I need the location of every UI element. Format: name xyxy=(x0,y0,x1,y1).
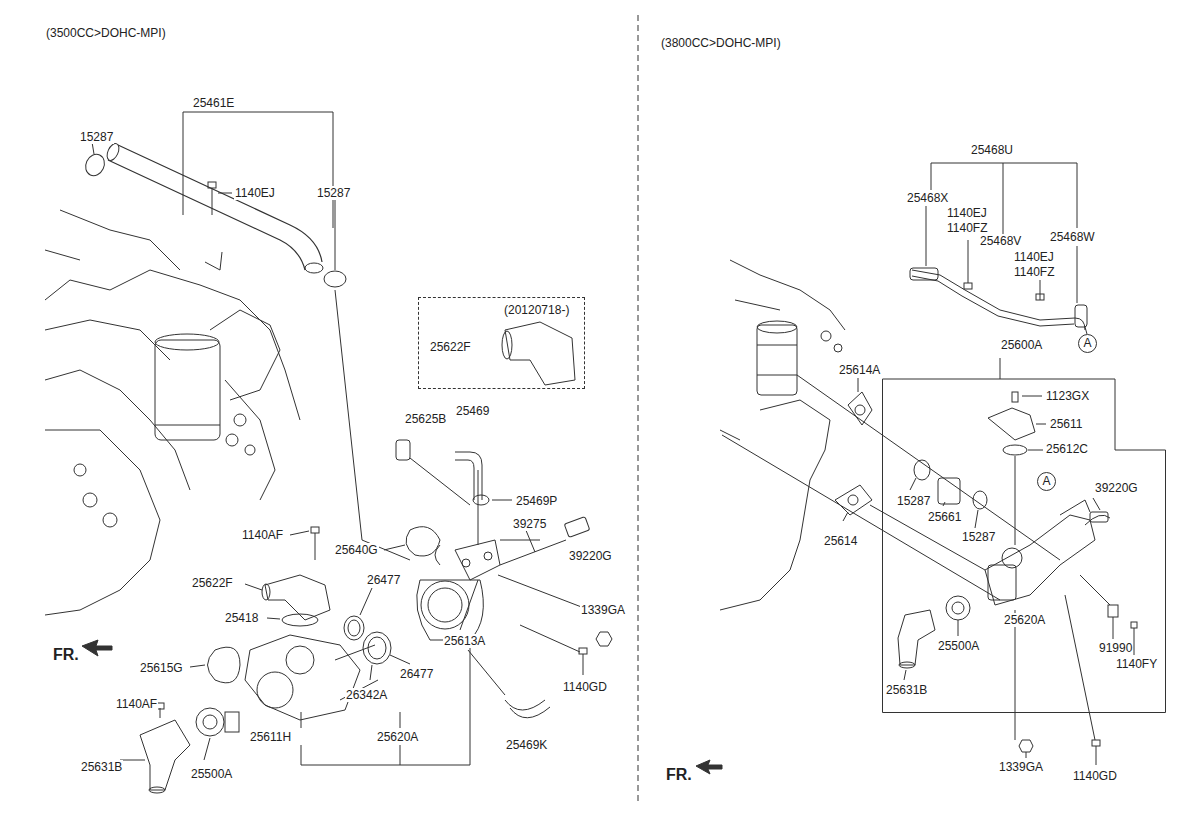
callout-number: 39275 xyxy=(512,517,547,531)
callout-number: 25468W xyxy=(1049,230,1096,244)
callout-number: 39220G xyxy=(1094,481,1139,495)
callout-number: 25469P xyxy=(515,494,558,508)
reference-circle: A xyxy=(1078,334,1097,353)
assembly-outline-path xyxy=(883,358,1166,713)
callout-number: 25631B xyxy=(885,683,928,697)
callout-number: 25614A xyxy=(838,363,881,377)
callout-number: 25600A xyxy=(1000,338,1043,352)
callout-number: 25611H xyxy=(249,730,292,744)
callout-number: 26477 xyxy=(366,573,401,587)
reference-letter: A xyxy=(1079,335,1096,352)
callout-number: 91990 xyxy=(1098,641,1133,655)
callout-number: 25614 xyxy=(823,534,858,548)
callout-number: 15287 xyxy=(79,130,114,144)
callout-number: 25631B xyxy=(80,760,123,774)
reference-letter: A xyxy=(1038,473,1055,490)
assembly-outline xyxy=(882,338,1166,713)
callout-number: 25468U xyxy=(970,143,1014,157)
callout-number: 25500A xyxy=(937,639,980,653)
callout-number: 25469K xyxy=(505,738,548,752)
callout-number: 1339GA xyxy=(580,603,626,617)
callout-number: 25661 xyxy=(927,510,962,524)
callout-number: 25620A xyxy=(1003,613,1046,627)
direction-label: FR. xyxy=(665,766,693,784)
callout-number: 25418 xyxy=(224,611,259,625)
callout-number: 1140FZ xyxy=(946,221,988,235)
callout-number: 25615G xyxy=(139,661,184,675)
callout-number: 1140GD xyxy=(1072,769,1118,783)
callout-number: 1140EJ xyxy=(234,186,276,200)
callout-number: 25468V xyxy=(979,234,1022,248)
callout-number: 25640G xyxy=(334,543,379,557)
callout-number: (3800CC>DOHC-MPI) xyxy=(660,36,782,50)
direction-label: FR. xyxy=(52,646,80,664)
callout-number: 1123GX xyxy=(1045,389,1090,403)
revision-box: (20120718-) 25622F xyxy=(418,297,585,389)
callout-number: 1140FZ xyxy=(1013,265,1055,279)
callout-number: 1140EJ xyxy=(1013,250,1055,264)
callout-number: 15287 xyxy=(316,186,351,200)
callout-number: 25611 xyxy=(1049,417,1083,431)
callout-number: 25461E xyxy=(192,96,235,110)
callout-number: 25613A xyxy=(443,634,486,648)
callout-number: 25622F xyxy=(429,340,472,354)
callout-number: 26477 xyxy=(399,667,434,681)
callout-number: 15287 xyxy=(896,494,931,508)
callout-number: 1140GD xyxy=(562,680,608,694)
reference-circle: A xyxy=(1037,472,1056,491)
callout-number: 1140AF xyxy=(241,528,284,542)
callout-number: 15287 xyxy=(961,530,996,544)
callout-number: 1339GA xyxy=(998,760,1044,774)
callout-number: 25612C xyxy=(1045,442,1089,456)
callout-number: 25469 xyxy=(455,404,490,418)
callout-number: 39220G xyxy=(568,549,613,563)
assembly-box: 25600A A xyxy=(882,338,1166,713)
callout-number: 25468X xyxy=(906,191,949,205)
callout-number: 26342A xyxy=(345,688,388,702)
callout-number: (3500CC>DOHC-MPI) xyxy=(45,26,167,40)
callout-number: 25620A xyxy=(376,730,419,744)
date-note: (20120718-) xyxy=(503,303,570,317)
callout-number: 1140EJ xyxy=(946,206,988,220)
callout-number: 25500A xyxy=(190,767,233,781)
callout-number: 25622F xyxy=(191,576,234,590)
callout-number: 1140AF xyxy=(115,697,158,711)
callout-number: 1140FY xyxy=(1115,657,1158,671)
callout-number: 25625B xyxy=(404,412,447,426)
